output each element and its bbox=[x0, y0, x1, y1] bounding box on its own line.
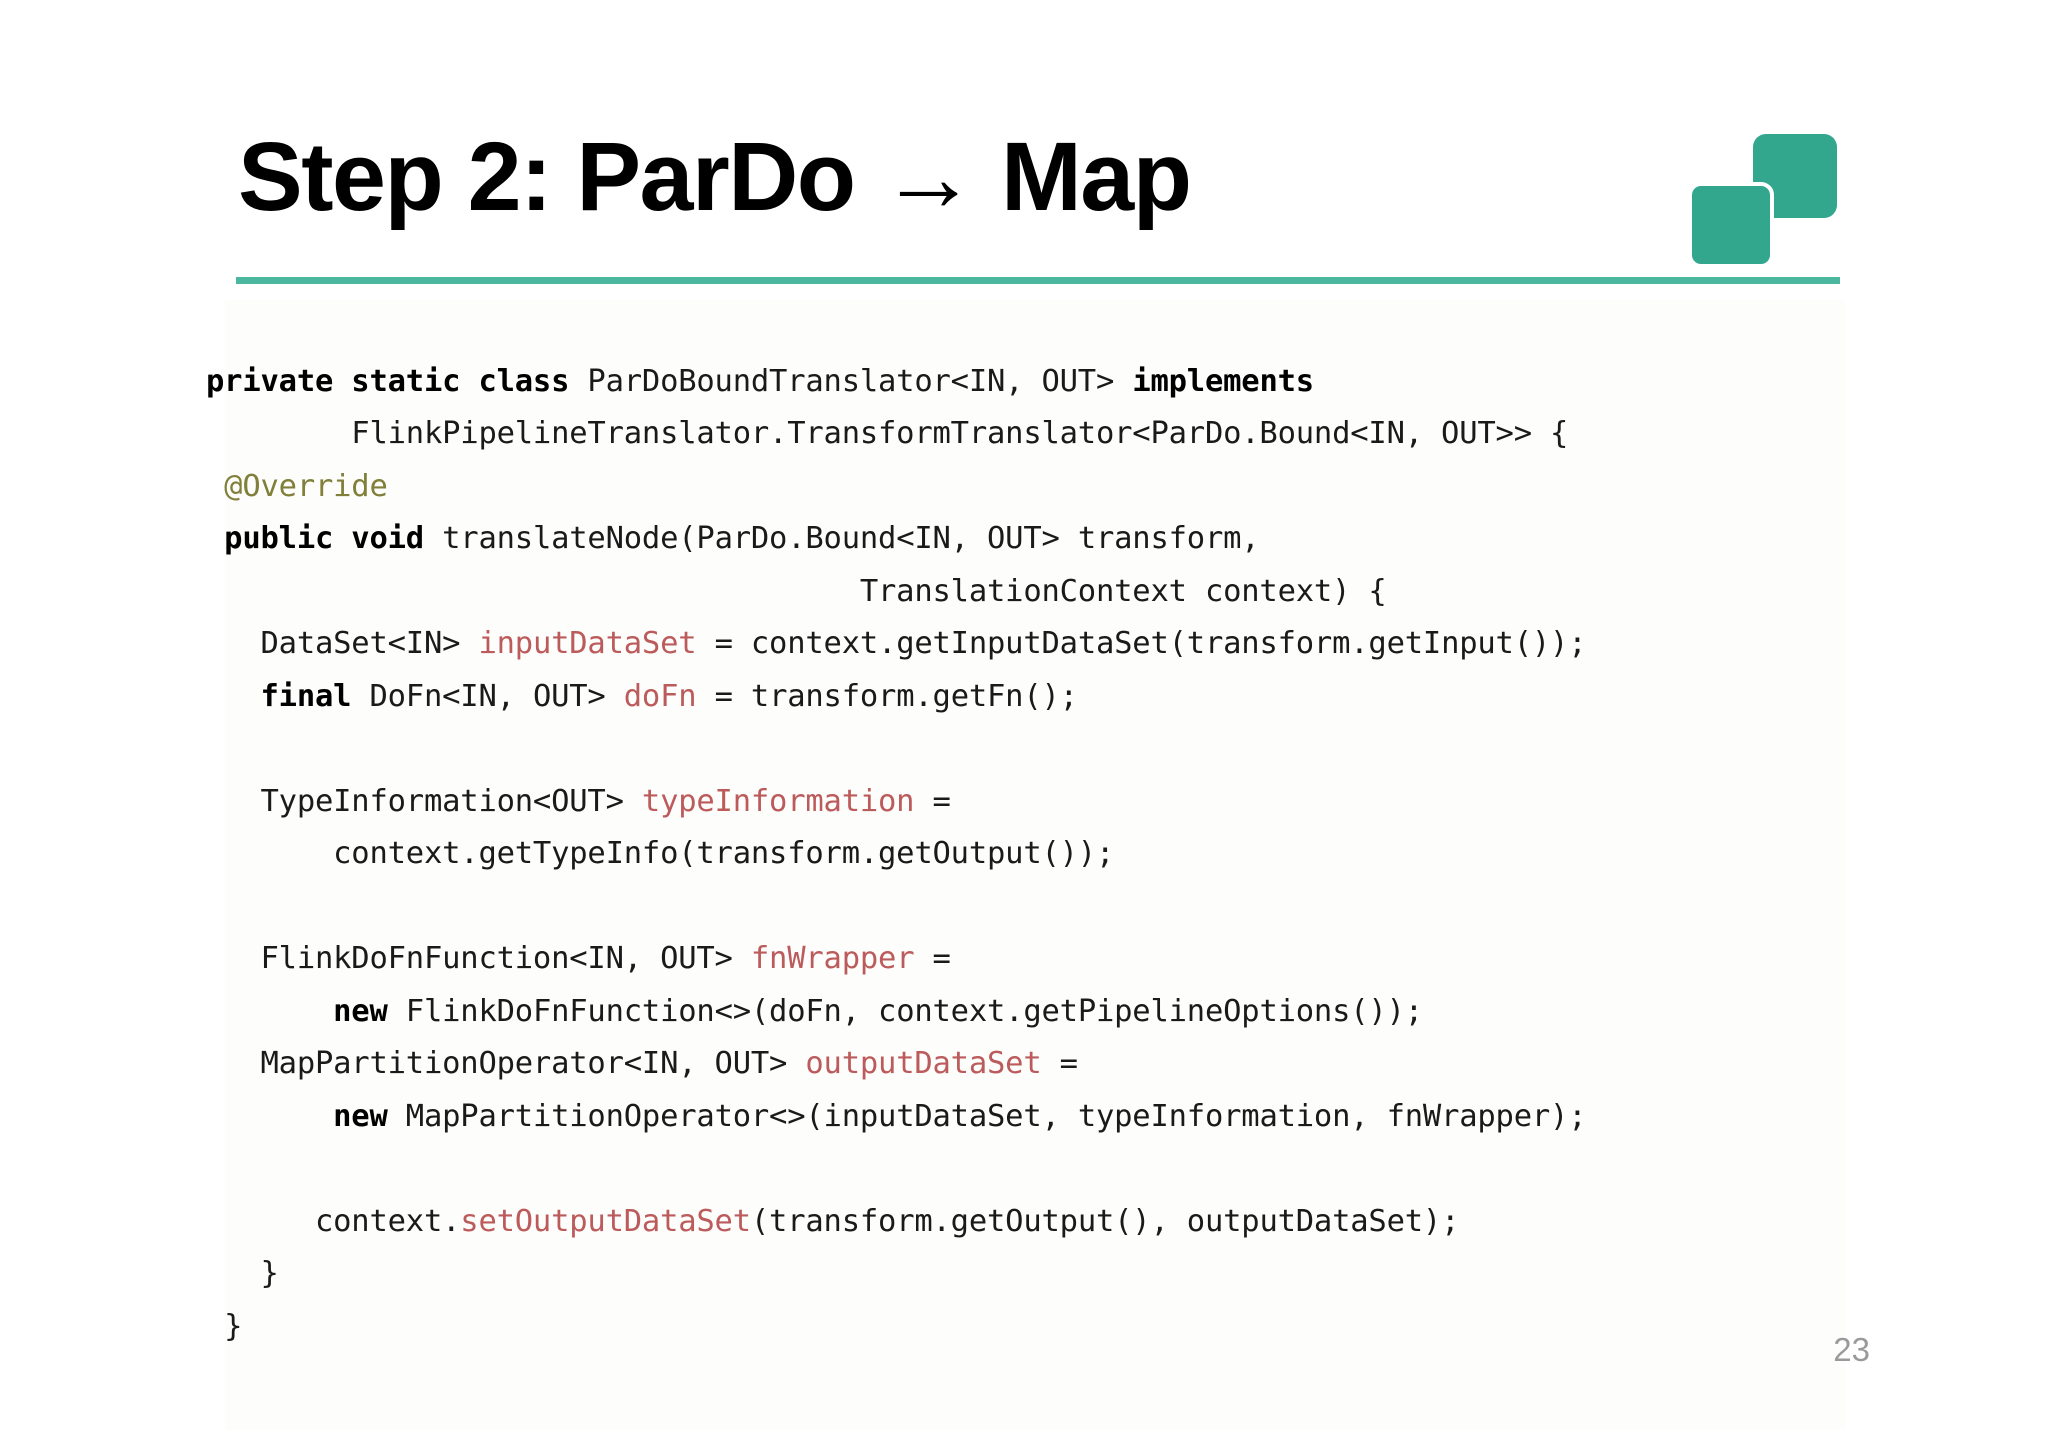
code-token-plain: DataSet<IN> bbox=[206, 626, 479, 661]
code-token-kw: public void bbox=[206, 521, 443, 556]
code-token-ident: typeInformation bbox=[641, 783, 915, 819]
code-token-plain: = bbox=[1041, 1046, 1078, 1081]
code-line bbox=[206, 881, 1996, 934]
code-line: FlinkPipelineTranslator.TransformTransla… bbox=[206, 408, 1996, 461]
code-token-plain: FlinkDoFnFunction<IN, OUT> bbox=[206, 941, 751, 976]
code-token-kw: new bbox=[206, 993, 388, 1029]
code-line: DataSet<IN> inputDataSet = context.getIn… bbox=[206, 618, 1996, 671]
code-token-ident: outputDataSet bbox=[805, 1046, 1042, 1081]
code-token-plain: MapPartitionOperator<>(inputDataSet, typ… bbox=[387, 1098, 1587, 1134]
code-token-plain: DoFn<IN, OUT> bbox=[351, 678, 624, 714]
code-token-kw: implements bbox=[1132, 363, 1314, 399]
code-token-kw: final bbox=[206, 678, 352, 714]
brand-logo bbox=[1688, 134, 1837, 268]
code-token-plain: } bbox=[206, 1308, 243, 1344]
code-token-plain: = bbox=[914, 783, 951, 819]
code-token-plain: MapPartitionOperator<IN, OUT> bbox=[206, 1046, 806, 1081]
code-line: TypeInformation<OUT> typeInformation = bbox=[206, 776, 1996, 829]
code-token-ident: inputDataSet bbox=[478, 626, 697, 661]
code-line: @Override bbox=[206, 461, 1996, 514]
code-line: new MapPartitionOperator<>(inputDataSet,… bbox=[206, 1091, 1996, 1144]
code-line: final DoFn<IN, OUT> doFn = transform.get… bbox=[206, 671, 1996, 724]
code-line: TranslationContext context) { bbox=[206, 566, 1996, 619]
code-line: } bbox=[206, 1301, 1996, 1354]
code-line: MapPartitionOperator<IN, OUT> outputData… bbox=[206, 1038, 1996, 1091]
code-line: FlinkDoFnFunction<IN, OUT> fnWrapper = bbox=[206, 933, 1996, 986]
code-token-plain: context.getTypeInfo(transform.getOutput(… bbox=[206, 836, 1115, 871]
code-token-plain: FlinkDoFnFunction<>(doFn, context.getPip… bbox=[387, 993, 1423, 1029]
code-token-plain: TypeInformation<OUT> bbox=[206, 783, 642, 819]
code-token-ident: doFn bbox=[623, 678, 697, 714]
code-token-ident: setOutputDataSet bbox=[460, 1203, 751, 1239]
code-line: } bbox=[206, 1248, 1996, 1301]
code-token-plain: TranslationContext context) { bbox=[206, 573, 1387, 609]
code-token-plain: ParDoBoundTranslator<IN, OUT> bbox=[587, 363, 1133, 399]
code-token-plain: context. bbox=[206, 1203, 461, 1239]
code-line: context.setOutputDataSet(transform.getOu… bbox=[206, 1196, 1996, 1249]
code-token-plain: } bbox=[206, 1256, 279, 1291]
title-block: Step 2: ParDo → Map bbox=[238, 128, 1658, 225]
code-token-plain: FlinkPipelineTranslator.TransformTransla… bbox=[206, 416, 1569, 451]
code-line: context.getTypeInfo(transform.getOutput(… bbox=[206, 828, 1996, 881]
title-divider-rule bbox=[236, 277, 1840, 284]
code-line: private static class ParDoBoundTranslato… bbox=[206, 356, 1996, 409]
code-token-kw: new bbox=[206, 1098, 388, 1134]
logo-square-small-icon bbox=[1688, 182, 1774, 268]
code-line bbox=[206, 723, 1996, 776]
code-token-plain: translateNode(ParDo.Bound<IN, OUT> trans… bbox=[442, 521, 1260, 556]
code-token-kw: private static class bbox=[206, 363, 588, 399]
page-title: Step 2: ParDo → Map bbox=[238, 122, 1192, 231]
code-token-plain: = context.getInputDataSet(transform.getI… bbox=[696, 626, 1587, 661]
code-token-plain: = transform.getFn(); bbox=[696, 678, 1078, 714]
slide-number: 23 bbox=[1833, 1331, 1870, 1368]
code-block: private static class ParDoBoundTranslato… bbox=[206, 356, 1996, 1354]
code-token-plain: (transform.getOutput(), outputDataSet); bbox=[750, 1203, 1460, 1239]
code-token-ann: @Override bbox=[206, 468, 388, 504]
code-line: public void translateNode(ParDo.Bound<IN… bbox=[206, 513, 1996, 566]
code-line: new FlinkDoFnFunction<>(doFn, context.ge… bbox=[206, 986, 1996, 1039]
code-line bbox=[206, 1143, 1996, 1196]
code-token-ident: fnWrapper bbox=[750, 941, 915, 976]
code-token-plain: = bbox=[914, 941, 951, 976]
code-panel-background bbox=[225, 300, 1845, 1430]
